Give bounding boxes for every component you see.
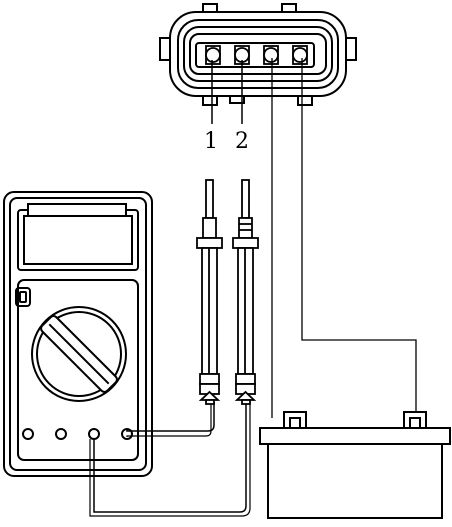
- probe-right: [232, 179, 259, 405]
- lead-black-cable: [93, 402, 247, 513]
- battery-wires: [271, 58, 417, 418]
- connector-pins: [205, 45, 308, 65]
- lead-red-cable: [126, 402, 215, 432]
- jack-2: [55, 428, 67, 440]
- connector: [159, 3, 357, 106]
- probe-left: [196, 179, 223, 405]
- jack-1: [22, 428, 34, 440]
- pin-label-1: 1: [204, 129, 218, 154]
- jack-com: [88, 428, 100, 440]
- multimeter-dial: [31, 306, 127, 402]
- test-lead-cables: [89, 402, 251, 517]
- connector-pin-4: [292, 45, 308, 65]
- pin-leader-lines: [211, 60, 243, 124]
- connector-pin-3: [263, 45, 279, 65]
- battery: [259, 411, 451, 519]
- pin-label-2: 2: [235, 129, 249, 154]
- multimeter-hold-button: [15, 287, 31, 307]
- wire-pin4-to-battery: [301, 58, 417, 412]
- connector-pin-1: [205, 45, 221, 65]
- connector-pin-2: [234, 45, 250, 65]
